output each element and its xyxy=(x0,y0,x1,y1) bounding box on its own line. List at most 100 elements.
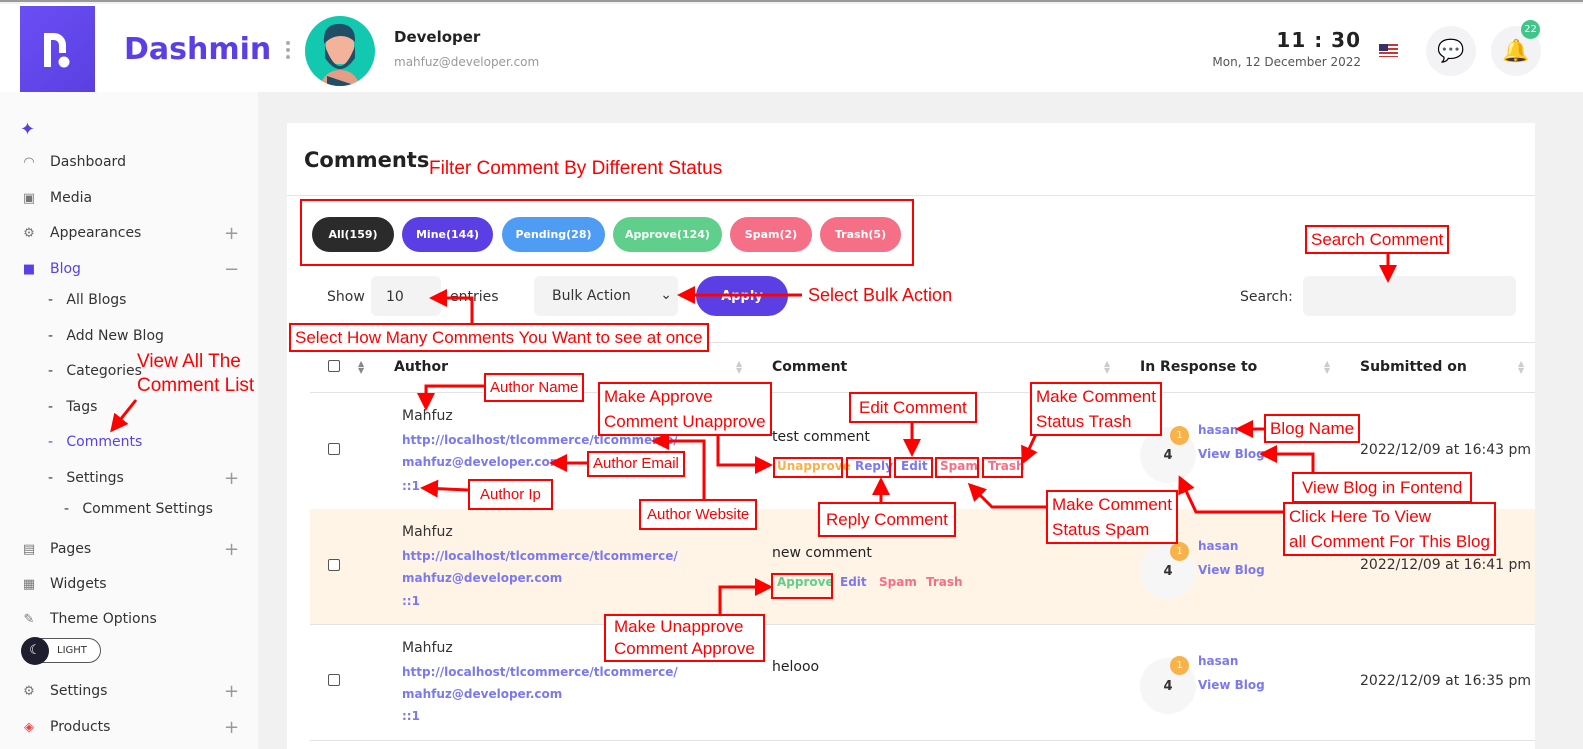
pin-icon[interactable]: ✦ xyxy=(20,119,36,140)
author-website-link[interactable]: http://localhost/tlcommerce/tlcommerce/ xyxy=(402,433,678,447)
flag-us-icon[interactable] xyxy=(1379,44,1398,57)
author-name: Mahfuz xyxy=(402,408,453,424)
edit-link[interactable]: Edit xyxy=(901,459,928,473)
edit-link[interactable]: Edit xyxy=(840,575,867,589)
brush-icon: ✎ xyxy=(23,611,35,627)
sidebar-item-label: Widgets xyxy=(50,576,107,592)
apply-button[interactable]: Apply xyxy=(696,276,788,316)
author-ip[interactable]: ::1 xyxy=(402,709,420,723)
sidebar-item-media[interactable]: ▣Media xyxy=(20,190,92,206)
menu-dots-icon[interactable] xyxy=(286,41,290,62)
view-blog-link[interactable]: View Blog xyxy=(1198,563,1265,577)
trash-link[interactable]: Trash xyxy=(926,575,963,589)
sidebar-item-comments[interactable]: - Comments xyxy=(48,434,143,450)
filter-spam[interactable]: Spam(2) xyxy=(730,217,812,252)
sidebar-item-dashboard[interactable]: ◠Dashboard xyxy=(20,154,126,170)
sidebar-item-all-blogs[interactable]: - All Blogs xyxy=(48,292,127,308)
author-ip[interactable]: ::1 xyxy=(402,594,420,608)
select-all-checkbox[interactable] xyxy=(328,360,340,372)
filter-pending[interactable]: Pending(28) xyxy=(502,217,605,252)
sidebar-item-comment-settings[interactable]: - Comment Settings xyxy=(64,501,213,517)
sidebar-item-blog[interactable]: ■ Blog xyxy=(20,261,81,277)
expand-plus-icon[interactable]: + xyxy=(224,681,240,702)
logo-mark[interactable] xyxy=(20,6,95,93)
sidebar-item-tags[interactable]: - Tags xyxy=(48,399,98,415)
blog-icon: ■ xyxy=(22,261,36,277)
spam-link[interactable]: Spam xyxy=(940,459,978,473)
comment-text: helooo xyxy=(772,659,820,675)
sidebar-item-pages[interactable]: ▤Pages xyxy=(20,541,91,557)
sort-icon[interactable]: ▲▼ xyxy=(1104,359,1111,375)
products-icon: ◈ xyxy=(24,719,34,735)
user-name: Developer xyxy=(394,28,481,46)
filter-approve[interactable]: Approve(124) xyxy=(613,217,722,252)
moon-icon: ☾ xyxy=(21,636,49,665)
spam-link[interactable]: Spam xyxy=(879,575,917,589)
pending-count-badge: 1 xyxy=(1170,542,1189,561)
sidebar-item-label: All Blogs xyxy=(66,292,127,308)
search-input[interactable] xyxy=(1303,276,1516,316)
sort-icon[interactable]: ▲▼ xyxy=(358,359,365,375)
sidebar-item-categories[interactable]: - Categories xyxy=(48,363,142,379)
gears-icon: ⚙ xyxy=(23,683,35,699)
author-email-link[interactable]: mahfuz@developer.com xyxy=(402,571,563,585)
chat-button[interactable]: 💬 xyxy=(1426,26,1476,76)
sidebar-item-label: Pages xyxy=(50,541,92,557)
sidebar-item-settings[interactable]: ⚙Settings xyxy=(20,683,107,699)
sidebar-item-products[interactable]: ◈ Products xyxy=(20,719,110,735)
row-checkbox[interactable] xyxy=(328,559,340,571)
row-checkbox[interactable] xyxy=(328,443,340,455)
sidebar-item-label: Comments xyxy=(66,434,143,450)
filter-mine[interactable]: Mine(144) xyxy=(402,217,493,252)
blog-name-link[interactable]: hasan xyxy=(1198,539,1239,553)
filter-all[interactable]: All(159) xyxy=(312,217,394,252)
author-email-link[interactable]: mahfuz@developer.com xyxy=(402,455,563,469)
unapprove-link[interactable]: Unapprove xyxy=(777,459,851,473)
reply-link[interactable]: Reply xyxy=(855,459,893,473)
user-email: mahfuz@developer.com xyxy=(394,55,540,69)
view-blog-link[interactable]: View Blog xyxy=(1198,447,1265,461)
sidebar-item-theme-options[interactable]: ✎ Theme Options xyxy=(20,611,157,627)
sidebar-item-widgets[interactable]: ▦Widgets xyxy=(20,576,107,592)
column-submitted-on[interactable]: Submitted on xyxy=(1360,359,1467,375)
expand-plus-icon[interactable]: + xyxy=(224,539,240,560)
row-checkbox[interactable] xyxy=(328,674,340,686)
sort-icon[interactable]: ▲▼ xyxy=(1324,359,1331,375)
logo-text[interactable]: Dashmin xyxy=(124,32,272,67)
trash-link[interactable]: Trash xyxy=(988,459,1025,473)
theme-toggle[interactable]: ☾LIGHT xyxy=(21,636,101,665)
column-in-response-to[interactable]: In Response to xyxy=(1140,359,1258,375)
author-ip[interactable]: ::1 xyxy=(402,479,420,493)
expand-plus-icon[interactable]: + xyxy=(224,468,240,489)
approve-link[interactable]: Approve xyxy=(777,575,834,589)
sidebar-item-blog-settings[interactable]: - Settings xyxy=(48,470,124,486)
filter-trash[interactable]: Trash(5) xyxy=(820,217,901,252)
sort-icon[interactable]: ▲▼ xyxy=(736,359,743,375)
blog-name-link[interactable]: hasan xyxy=(1198,423,1239,437)
sort-icon[interactable]: ▲▼ xyxy=(1518,359,1525,375)
author-website-link[interactable]: http://localhost/tlcommerce/tlcommerce/ xyxy=(402,549,678,563)
sidebar-item-label: Theme Options xyxy=(50,611,157,627)
annotation-view-blog: View Blog in Fontend xyxy=(1292,472,1473,503)
column-author[interactable]: Author xyxy=(394,359,448,375)
divider xyxy=(310,740,1535,741)
author-website-link[interactable]: http://localhost/tlcommerce/tlcommerce/ xyxy=(402,665,678,679)
annotation-box-edit xyxy=(894,457,933,478)
entries-select[interactable]: 10 xyxy=(371,276,441,316)
blog-name-link[interactable]: hasan xyxy=(1198,654,1239,668)
sidebar-item-appearances[interactable]: ⚙Appearances xyxy=(20,225,141,241)
author-name: Mahfuz xyxy=(402,640,453,656)
sidebar-item-label: Blog xyxy=(50,261,81,277)
bulk-action-select[interactable]: Bulk Action⌄ xyxy=(534,276,678,316)
expand-plus-icon[interactable]: + xyxy=(224,717,240,738)
view-blog-link[interactable]: View Blog xyxy=(1198,678,1265,692)
expand-plus-icon[interactable]: + xyxy=(224,223,240,244)
annotation-blog-name: Blog Name xyxy=(1264,414,1361,443)
collapse-minus-icon[interactable]: − xyxy=(224,259,240,280)
column-comment[interactable]: Comment xyxy=(772,359,848,375)
author-email-link[interactable]: mahfuz@developer.com xyxy=(402,687,563,701)
avatar[interactable] xyxy=(305,16,375,86)
sidebar-item-add-new-blog[interactable]: - Add New Blog xyxy=(48,328,164,344)
sidebar-item-label: Appearances xyxy=(50,225,142,241)
sidebar-item-label: Products xyxy=(50,719,111,735)
